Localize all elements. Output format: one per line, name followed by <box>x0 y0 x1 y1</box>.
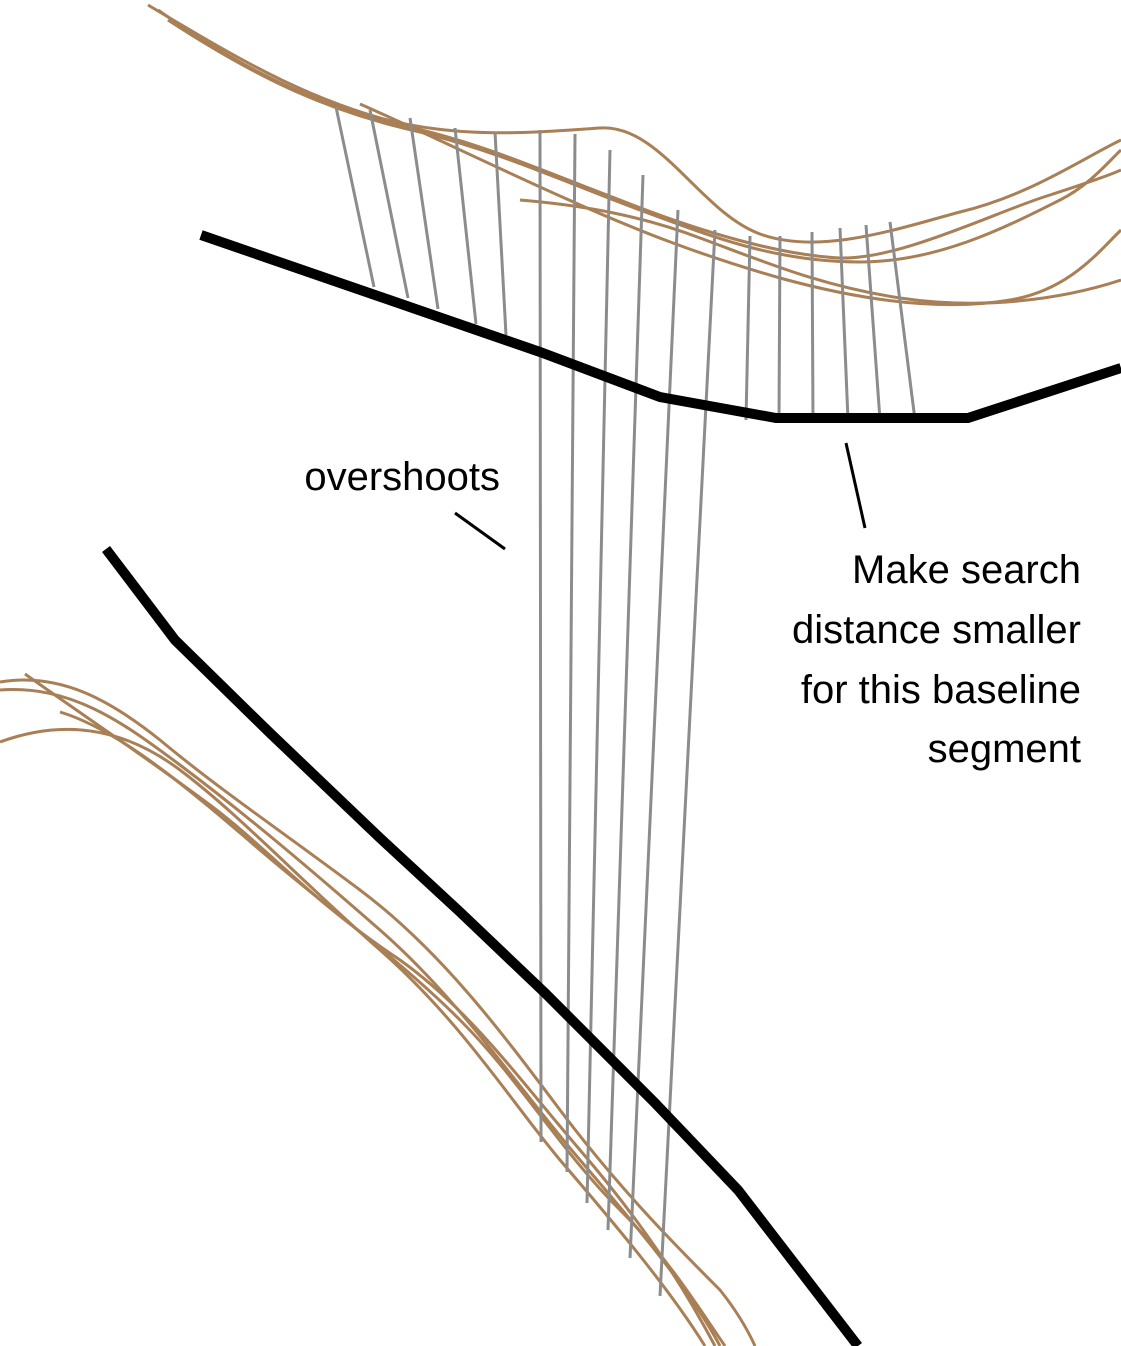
search-distance-note-line: segment <box>928 727 1081 771</box>
search-distance-note-line: Make search <box>852 548 1081 592</box>
lower-shoreline-trace <box>59 710 727 1346</box>
search-distance-note: Make search distance smaller for this ba… <box>792 548 1081 771</box>
transect <box>565 133 577 1173</box>
transect <box>493 131 508 336</box>
transect <box>777 235 782 421</box>
search-distance-note-line: distance smaller <box>792 608 1081 652</box>
upper-shoreline-trace <box>147 3 1121 244</box>
transect <box>334 106 376 288</box>
transect <box>585 149 612 1204</box>
search-distance-note-line: for this baseline <box>801 668 1081 712</box>
upper-shoreline-trace <box>519 198 1121 305</box>
lower-baseline <box>102 545 862 1346</box>
transect <box>368 109 410 299</box>
transect <box>838 227 850 421</box>
transect <box>408 117 440 310</box>
transect <box>888 221 917 421</box>
transect <box>538 129 543 1143</box>
upper-shoreline-trace <box>157 8 1121 260</box>
transect <box>810 231 815 421</box>
upper-baseline <box>199 230 1121 423</box>
upper-shoreline-trace <box>359 102 1121 307</box>
baselines <box>102 230 1121 1346</box>
transect <box>606 174 645 1231</box>
upper-shoreline-traces <box>147 3 1121 307</box>
transect <box>453 127 478 325</box>
lower-shoreline-traces <box>0 672 757 1346</box>
search-distance-leader-line <box>844 442 867 529</box>
overshoots-leader-line <box>454 511 506 551</box>
transect <box>744 235 752 421</box>
lower-shoreline-trace <box>0 688 722 1346</box>
lower-shoreline-trace <box>0 727 707 1346</box>
lower-shoreline-trace <box>24 672 717 1346</box>
lower-shoreline-trace <box>0 678 757 1346</box>
overshoots-label: overshoots <box>304 455 500 499</box>
upper-shoreline-trace <box>167 18 1121 264</box>
transect <box>864 224 882 421</box>
